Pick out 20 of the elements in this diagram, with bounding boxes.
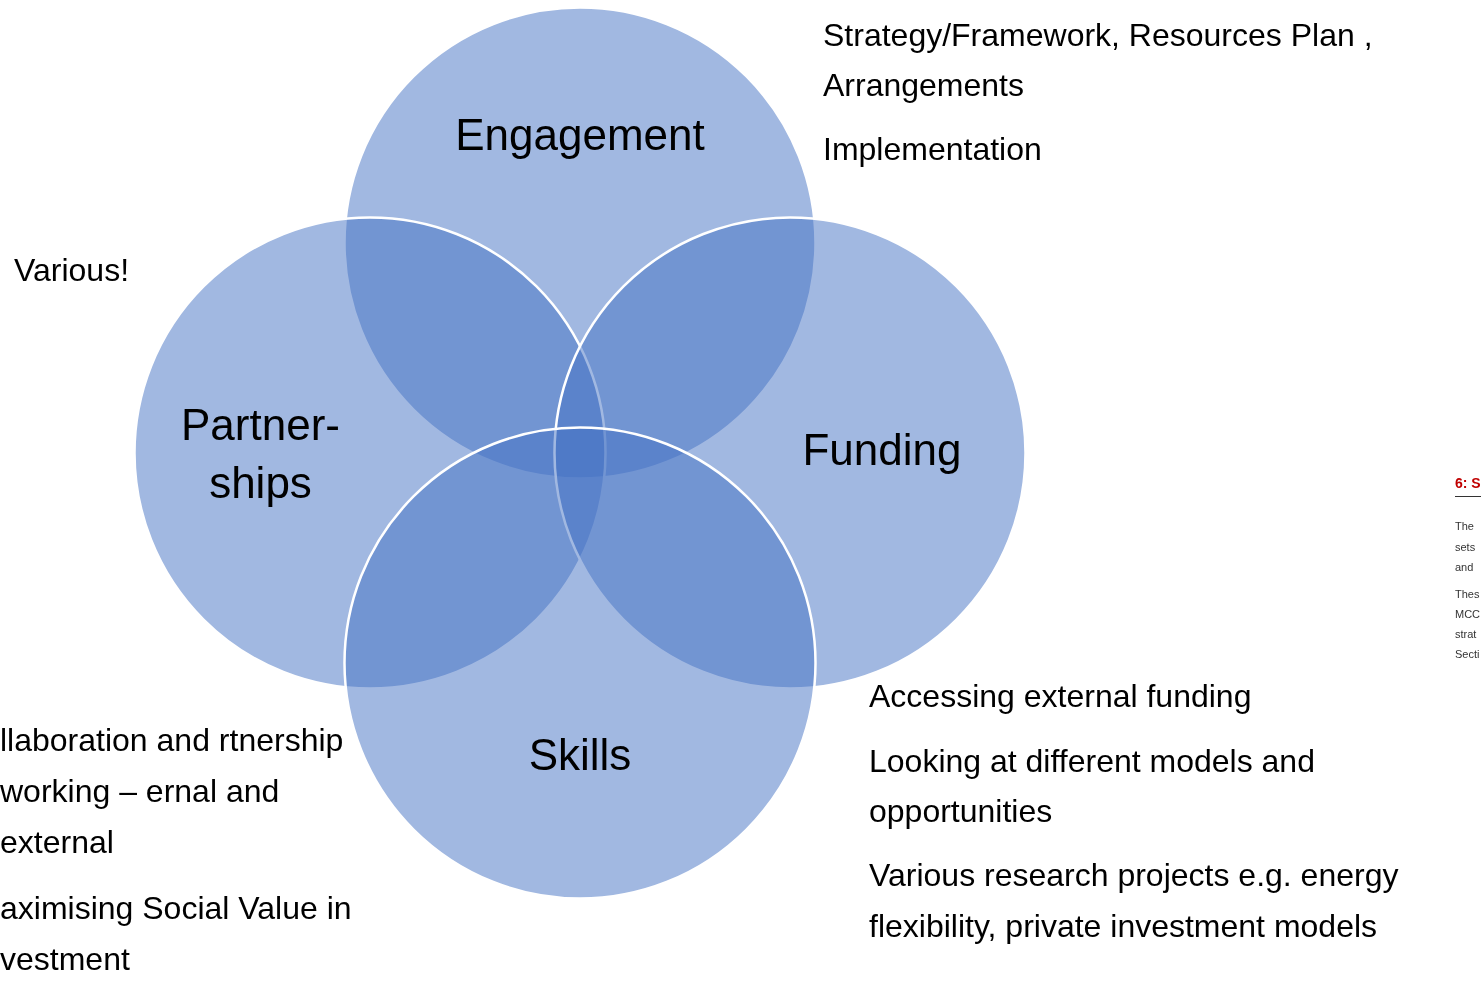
note-text: The: [1455, 519, 1474, 534]
note-text: Secti: [1455, 647, 1480, 662]
note-text: aximising Social Value in vestment: [0, 889, 353, 979]
note-text: Thes: [1455, 587, 1480, 602]
circle-label: Engagement: [454, 109, 706, 161]
note-text: MCC: [1455, 607, 1481, 622]
note-text: Strategy/Framework, Resources Plan , Arrangements: [823, 16, 1374, 105]
note-text: 6: S: [1455, 473, 1481, 497]
note-text: llaboration and rtnership working – ernal and external: [0, 721, 345, 862]
circle-label: Funding: [801, 424, 963, 476]
note-text: strat: [1455, 627, 1477, 642]
note-text: Various!: [14, 251, 129, 290]
note-text: Various research projects e.g. energy flexibility, private investment models: [869, 856, 1400, 946]
circle-label: Partner- ships: [180, 399, 341, 509]
note-text: Looking at different models and opportunities: [869, 742, 1316, 831]
note-text: sets: [1455, 540, 1476, 555]
note-text: and: [1455, 560, 1474, 575]
note-text: Implementation: [823, 130, 1042, 169]
circle-label: Skills: [527, 729, 633, 781]
note-text: Accessing external funding: [869, 677, 1252, 716]
